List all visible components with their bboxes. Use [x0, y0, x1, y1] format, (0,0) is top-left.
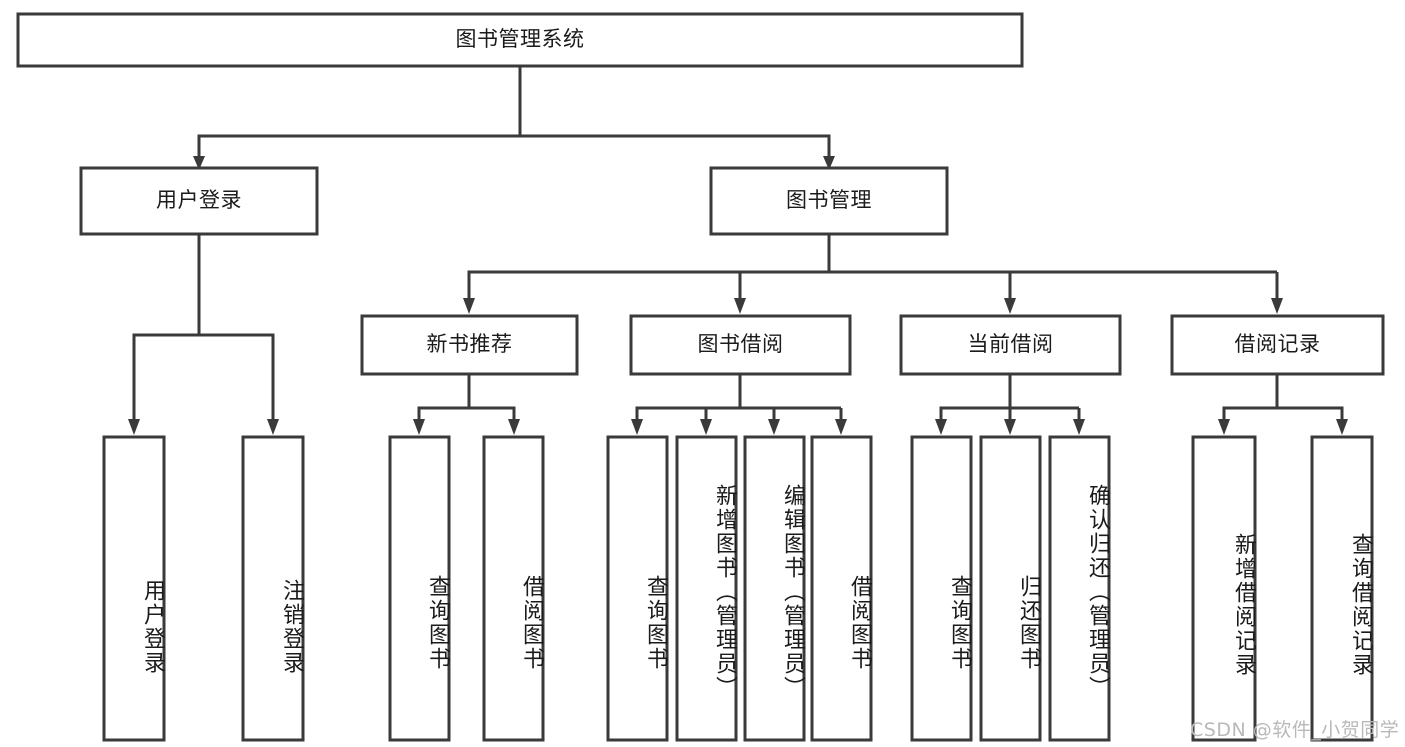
node-leaf-query-book-rec[interactable] [388, 435, 451, 742]
arrowhead-borrow-record [1271, 298, 1283, 314]
arrowhead-book-borrow [734, 298, 746, 314]
node-current-borrow[interactable] [899, 314, 1122, 376]
arrowhead-book-manage [823, 156, 835, 170]
node-book-borrow[interactable] [629, 314, 852, 376]
node-leaf-user-login[interactable] [102, 435, 166, 742]
node-borrow-record[interactable] [1170, 314, 1385, 376]
node-book-manage[interactable] [709, 166, 949, 236]
node-leaf-borrow-book[interactable] [810, 435, 873, 742]
node-leaf-edit-book[interactable] [743, 435, 806, 742]
node-root[interactable] [16, 12, 1024, 68]
node-leaf-return-book[interactable] [979, 435, 1042, 742]
connector-newbookrec-to-leaves [413, 374, 520, 435]
node-leaf-logout[interactable] [241, 435, 305, 742]
arrowhead-user-login [193, 156, 205, 170]
connector-root-to-level2 [193, 66, 835, 170]
node-new-book-rec[interactable] [360, 314, 579, 376]
connector-currentborrow-to-leaves [935, 374, 1085, 435]
connector-bookmanage-to-level3 [463, 234, 1283, 314]
node-user-login[interactable] [79, 166, 319, 236]
connector-userlogin-to-leaves [128, 234, 279, 435]
connector-borrowrecord-to-leaves [1218, 374, 1348, 435]
arrowhead-current-borrow [1004, 298, 1016, 314]
node-leaf-confirm-return[interactable] [1048, 435, 1111, 742]
arrowhead-new-book-rec [463, 298, 475, 314]
node-leaf-query-book-cur[interactable] [910, 435, 973, 742]
connector-bookborrow-to-leaves [631, 374, 847, 435]
node-leaf-add-book[interactable] [675, 435, 738, 742]
node-leaf-query-book-borrow[interactable] [606, 435, 669, 742]
node-leaf-add-record[interactable] [1191, 435, 1257, 742]
node-leaf-borrow-book-rec[interactable] [482, 435, 545, 742]
node-leaf-query-record[interactable] [1310, 435, 1374, 742]
